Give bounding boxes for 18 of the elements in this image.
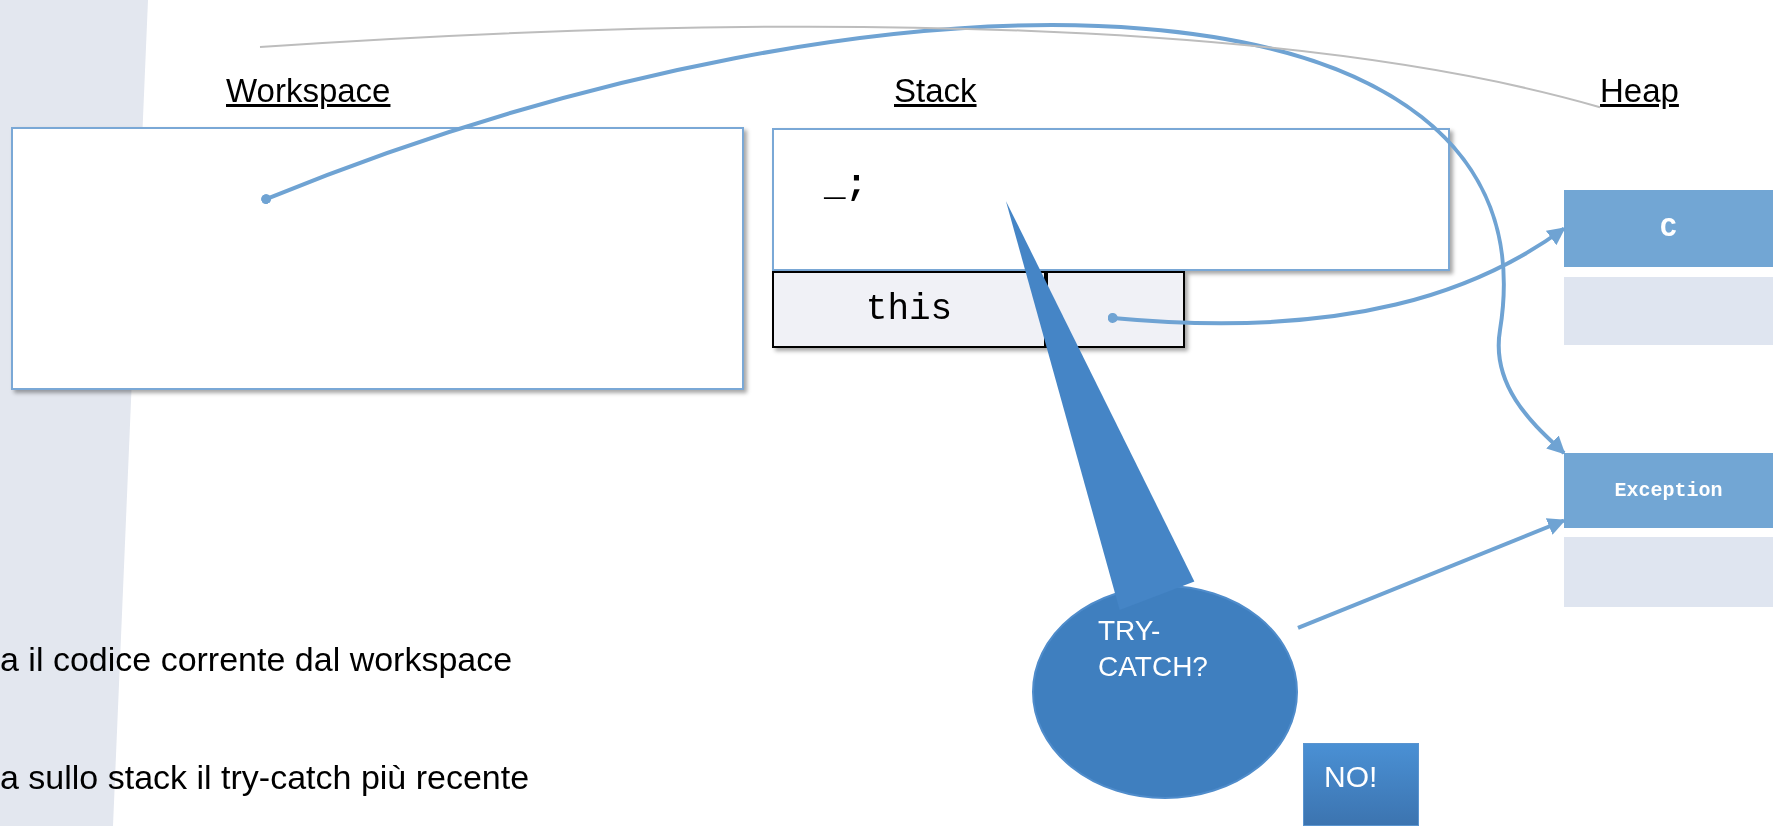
arrow — [1297, 518, 1566, 630]
callout-text: TRY- CATCH? — [1098, 614, 1209, 684]
object-header: Exception — [1564, 453, 1773, 528]
variable-name-cell: this — [772, 271, 1046, 348]
arrow — [1107, 226, 1566, 326]
object-header: C — [1564, 190, 1773, 267]
code-text: _; — [824, 165, 868, 206]
speech-bubble — [1032, 585, 1298, 799]
section-heading: Workspace — [226, 72, 391, 110]
section-heading: Stack — [894, 72, 977, 110]
object-body — [1564, 277, 1773, 345]
note-text: a sullo stack il try-catch più recente — [0, 758, 530, 797]
arrow — [261, 23, 1566, 455]
answer-box: NO! — [1303, 743, 1419, 826]
note-text: a il codice corrente dal workspace — [0, 640, 513, 679]
object-body — [1564, 537, 1773, 607]
section-heading: Heap — [1600, 72, 1679, 110]
callout-pointer — [1005, 200, 1195, 610]
